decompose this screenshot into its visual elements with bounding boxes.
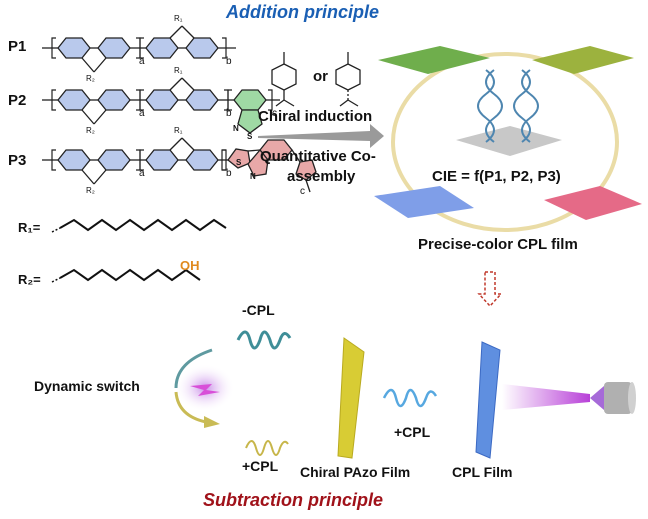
subtraction-principle-title: Subtraction principle bbox=[203, 490, 384, 510]
p1-sub-b: b bbox=[226, 56, 232, 67]
p3-structure bbox=[42, 137, 317, 193]
addition-principle-title: Addition principle bbox=[226, 2, 379, 22]
pazo-film bbox=[337, 337, 365, 459]
film-pink bbox=[544, 186, 642, 220]
p2-ring-1 bbox=[57, 89, 91, 111]
cie-circle bbox=[391, 52, 619, 232]
p1-ring-1 bbox=[57, 37, 91, 59]
dynamic-switch-label: Dynamic switch bbox=[34, 378, 140, 394]
film-gray bbox=[456, 126, 562, 156]
p3-ring-4 bbox=[185, 149, 219, 171]
lightning-icon bbox=[190, 384, 220, 396]
film-olive bbox=[532, 46, 634, 74]
plus-cpl-spiral-left bbox=[245, 440, 289, 456]
p2-btd-ring bbox=[233, 89, 267, 111]
p2-sub-a: a bbox=[139, 108, 145, 119]
p1-r2-label: R₂ bbox=[86, 74, 95, 83]
p1-ring-2 bbox=[97, 37, 131, 59]
p2-sub-c: c bbox=[272, 108, 277, 119]
chiral-induction-label: Chiral induction bbox=[258, 108, 373, 125]
p3-s-label: S bbox=[236, 158, 242, 167]
co-assembly-line2: assembly bbox=[287, 168, 356, 185]
minus-cpl-label: -CPL bbox=[242, 302, 275, 318]
p1-ring-4 bbox=[185, 37, 219, 59]
p3-n-label: N bbox=[250, 172, 256, 181]
p3-thiadiazole-ring bbox=[247, 148, 269, 177]
precise-color-caption: Precise-color CPL film bbox=[418, 236, 578, 253]
r1-label: R₁= bbox=[18, 220, 41, 235]
p3-sub-c: c bbox=[300, 186, 305, 197]
p2-ring-3 bbox=[145, 89, 179, 111]
p3-label: P3 bbox=[8, 152, 27, 169]
r2-chain bbox=[59, 268, 201, 282]
film-blue bbox=[374, 186, 474, 218]
p2-thiadiazole-ring bbox=[237, 109, 263, 134]
lens-cone bbox=[590, 386, 604, 410]
p1-label: P1 bbox=[8, 38, 27, 55]
p3-r1-label: R₁ bbox=[174, 126, 183, 135]
p2-sub-b: b bbox=[226, 108, 232, 119]
helix-pair bbox=[477, 69, 539, 143]
p3-r2-label: R₂ bbox=[86, 186, 95, 195]
p1-ring-3 bbox=[145, 37, 179, 59]
light-source bbox=[604, 382, 632, 414]
or-label: or bbox=[313, 68, 328, 85]
p1-r1-label: R₁ bbox=[174, 14, 183, 23]
p3-sub-a: a bbox=[139, 168, 145, 179]
minus-cpl-spiral bbox=[236, 330, 292, 350]
cpl-film-label: CPL Film bbox=[452, 464, 513, 480]
p2-r2-label: R₂ bbox=[86, 126, 95, 135]
p1-sub-a: a bbox=[139, 56, 145, 67]
plus-cpl-left-label: +CPL bbox=[242, 458, 279, 474]
co-assembly-line1: Quantitative Co- bbox=[260, 148, 376, 165]
plus-cpl-spiral-mid bbox=[382, 388, 438, 408]
light-beam bbox=[502, 384, 590, 410]
film-green bbox=[378, 46, 490, 74]
r1-chain bbox=[59, 218, 227, 232]
p3-ring-1 bbox=[57, 149, 91, 171]
p2-n-label: N bbox=[233, 124, 239, 133]
p3-ring-2 bbox=[97, 149, 131, 171]
chiral-pazo-film-label: Chiral PAzo Film bbox=[300, 464, 411, 480]
p1-structure bbox=[42, 25, 236, 73]
p2-ring-4 bbox=[185, 89, 219, 111]
p3-ring-3 bbox=[145, 149, 179, 171]
plus-cpl-mid-label: +CPL bbox=[394, 424, 431, 440]
oh-group: OH bbox=[180, 258, 200, 273]
switch-arrow-down bbox=[174, 391, 207, 424]
process-arrow bbox=[258, 124, 384, 148]
cpl-film bbox=[475, 341, 501, 459]
p3-thiophene-2 bbox=[295, 159, 317, 181]
limonene-structures bbox=[271, 52, 361, 107]
down-arrow bbox=[477, 271, 503, 308]
switch-arrow-up bbox=[174, 348, 213, 389]
p2-r1-label: R₁ bbox=[174, 66, 183, 75]
r2-label: R₂= bbox=[18, 272, 41, 287]
p3-sub-b: b bbox=[226, 168, 232, 179]
p2-structure bbox=[42, 77, 280, 134]
p2-label: P2 bbox=[8, 92, 27, 109]
cie-formula: CIE = f(P1, P2, P3) bbox=[432, 168, 561, 185]
p3-thiophene-1 bbox=[227, 148, 251, 169]
p2-ring-2 bbox=[97, 89, 131, 111]
p2-s-label: S bbox=[247, 132, 253, 141]
